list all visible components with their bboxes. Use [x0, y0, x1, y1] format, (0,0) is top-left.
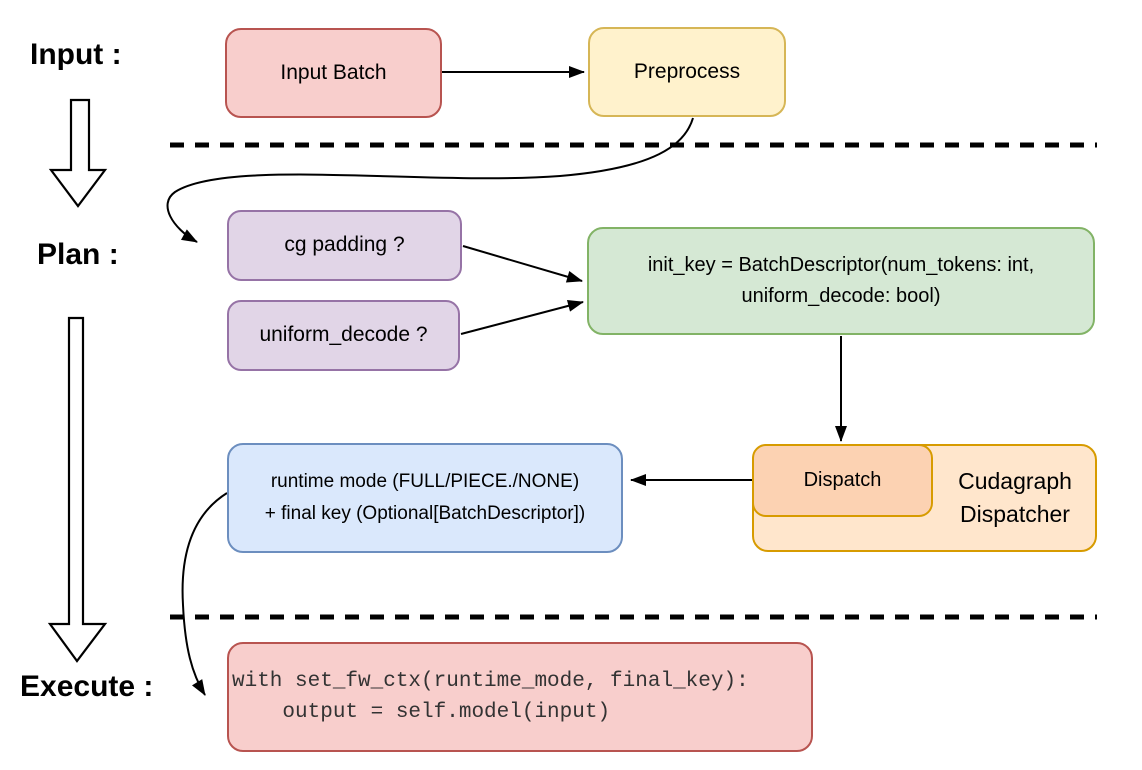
- input-batch-label: Input Batch: [280, 60, 387, 84]
- cg-padding-node: cg padding ?: [227, 210, 462, 281]
- dispatch-label: Dispatch: [803, 469, 882, 491]
- arrow-runtime-mode-to-execute: [181, 492, 228, 696]
- stage-label-execute: Execute :: [20, 670, 154, 703]
- stage-label-plan: Plan :: [37, 238, 119, 271]
- input-to-plan-arrow: [48, 98, 108, 208]
- cg-padding-label: cg padding ?: [284, 233, 405, 257]
- execute-code-line2: output = self.model(input): [232, 701, 611, 724]
- input-batch-node: Input Batch: [225, 28, 442, 118]
- execute-code-line1: with set_fw_ctx(runtime_mode, final_key)…: [232, 670, 749, 693]
- execute-code-node: with set_fw_ctx(runtime_mode, final_key)…: [227, 642, 813, 752]
- stage-label-input: Input :: [30, 38, 122, 71]
- cudagraph-label-line2: Dispatcher: [960, 501, 1070, 527]
- uniform-decode-label: uniform_decode ?: [259, 323, 428, 347]
- preprocess-label: Preprocess: [633, 59, 741, 83]
- arrow-cg-padding-to-init-key: [462, 245, 583, 283]
- runtime-mode-node: runtime mode (FULL/PIECE./NONE) + final …: [227, 443, 623, 553]
- init-key-line1: init_key = BatchDescriptor(num_tokens: i…: [647, 254, 1035, 276]
- arrow-uniform-decode-to-init-key: [460, 300, 584, 335]
- runtime-mode-line2: + final key (Optional[BatchDescriptor]): [264, 503, 586, 524]
- cudagraph-dispatcher-label: Cudagraph Dispatcher: [933, 444, 1097, 552]
- dispatch-node: Dispatch: [752, 444, 933, 517]
- plan-to-execute-arrow: [47, 316, 108, 663]
- runtime-mode-line1: runtime mode (FULL/PIECE./NONE): [270, 471, 580, 492]
- init-key-line2: uniform_decode: bool): [741, 285, 941, 307]
- cudagraph-label-line1: Cudagraph: [958, 468, 1072, 494]
- preprocess-node: Preprocess: [588, 27, 786, 117]
- init-key-node: init_key = BatchDescriptor(num_tokens: i…: [587, 227, 1095, 335]
- uniform-decode-node: uniform_decode ?: [227, 300, 460, 371]
